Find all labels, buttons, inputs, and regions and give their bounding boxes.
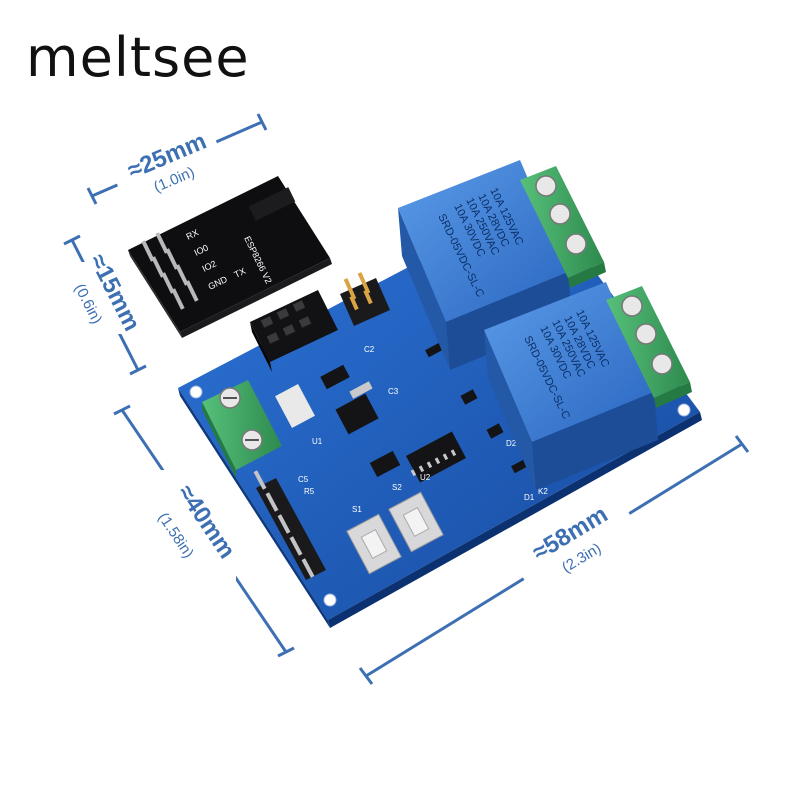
relay-1: SRD-05VDC-SL-C 10A 250VAC 10A 30VDC 10A … — [398, 160, 572, 370]
smd-component — [320, 364, 350, 390]
dimension-board-height: ≈40mm (1.58in) — [113, 404, 295, 658]
dimension-module-height: ≈15mm (0.6in) — [62, 234, 147, 376]
relay-2: SRD-05VDC-SL-C 10A 250VAC 10A 30VDC 10A … — [484, 282, 658, 490]
transistor — [486, 423, 504, 439]
transistor — [460, 389, 478, 405]
antenna-area — [275, 384, 315, 428]
silk-label: R5 — [304, 487, 315, 496]
push-button-s2 — [388, 491, 444, 553]
terminal-screw — [565, 233, 587, 255]
diode — [425, 342, 443, 358]
silk-label: D2 — [506, 439, 517, 448]
silk-label: U2 — [420, 473, 431, 482]
silk-label: D1 — [524, 493, 535, 502]
jumper-header — [340, 272, 390, 326]
relay-board: C2 C3 U1 C5 R5 S1 S2 K1 K2 D1 D2 U2 SRD-… — [178, 160, 702, 628]
terminal-screw — [651, 353, 673, 375]
silk-label: C5 — [298, 475, 309, 484]
silk-label: U1 — [312, 437, 323, 446]
terminal-screw — [621, 295, 643, 317]
silk-label: C3 — [388, 387, 399, 396]
mounting-hole — [677, 403, 691, 417]
esp-pin-rx: RX — [184, 227, 200, 241]
gpio-pin-header — [253, 470, 326, 580]
mounting-hole — [323, 593, 337, 607]
silk-label: C2 — [364, 345, 375, 354]
silk-label: S2 — [392, 483, 402, 492]
dimension-module-width: ≈25mm (1.0in) — [86, 113, 268, 212]
brand-logo-text: meltsee — [26, 26, 250, 89]
silk-label: K2 — [538, 487, 548, 496]
terminal-screw — [549, 203, 571, 225]
relay-2-terminal-block — [606, 286, 692, 408]
terminal-screw — [535, 175, 557, 197]
esp8266-module: ESP8266 V2 RX IO0 IO2 GND TX — [128, 176, 332, 338]
terminal-screw — [635, 323, 657, 345]
relay-1-terminal-block — [520, 166, 606, 288]
esp-pin-tx: TX — [232, 266, 247, 280]
silk-label: S1 — [352, 505, 362, 514]
esp-pin-header — [141, 232, 199, 310]
silk-label: K1 — [380, 265, 390, 274]
power-terminal-block — [202, 380, 282, 478]
esp-socket-header — [250, 290, 338, 372]
mounting-hole — [189, 385, 203, 399]
push-button-s1 — [346, 513, 402, 575]
voltage-regulator — [335, 393, 379, 435]
smd-component — [369, 450, 401, 478]
